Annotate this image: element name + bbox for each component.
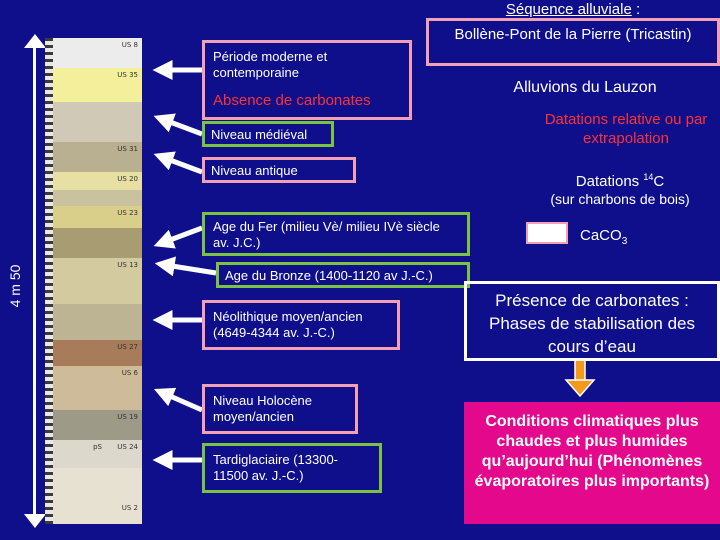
scale-line xyxy=(33,42,36,520)
sequence-title: Séquence alluviale : xyxy=(426,0,720,19)
layer-tag: US 27 xyxy=(117,343,138,351)
layer-tag: US 24 xyxy=(117,443,138,451)
column-hatch xyxy=(45,38,53,524)
sequence-site-box: Bollène-Pont de la Pierre (Tricastin) xyxy=(426,18,720,66)
layer-tag: US 2 xyxy=(121,504,138,512)
sequence-site-label: Bollène-Pont de la Pierre (Tricastin) xyxy=(454,26,692,43)
layer-2: US 35 xyxy=(45,68,142,102)
orange-down-arrow-icon xyxy=(564,359,596,398)
bronze-age-box: Age du Bronze (1400-1120 av J.-C.) xyxy=(216,262,470,288)
antique-label: Niveau antique xyxy=(211,163,298,178)
tardiglacial-box: Tardiglaciaire (13300-11500 av. J.-C.) xyxy=(202,443,382,493)
presence-carbonates-label: Présence de carbonates : Phases de stabi… xyxy=(488,291,696,356)
layer-tag: US 31 xyxy=(117,145,138,153)
modern-period-label: Période moderne et contemporaine xyxy=(213,49,328,80)
medieval-label: Niveau médiéval xyxy=(211,127,308,142)
arrow-antique xyxy=(153,151,203,175)
iron-age-label: Age du Fer (milieu Vè/ milieu IVè siècle… xyxy=(213,219,440,250)
bronze-age-label: Age du Bronze (1400-1120 av J.-C.) xyxy=(225,268,433,283)
layer-15: US 2 xyxy=(45,468,142,524)
datations-c14-sup: 14 xyxy=(643,172,654,182)
layer-tag: US 13 xyxy=(117,261,138,269)
caco3-label: CaCO3 xyxy=(580,226,660,251)
medieval-box: Niveau médiéval xyxy=(202,121,334,147)
layer-12: US 6 xyxy=(45,366,142,410)
tardiglacial-label: Tardiglaciaire (13300-11500 av. J.-C.) xyxy=(213,452,339,483)
sequence-title-text: Séquence alluviale xyxy=(505,1,632,18)
layer-tag: US 19 xyxy=(117,413,138,421)
datations-c14-c: C xyxy=(653,173,665,190)
caco3-sub: 3 xyxy=(621,236,628,247)
antique-box: Niveau antique xyxy=(202,157,356,183)
layer-8 xyxy=(45,228,142,258)
layer-tag: US 8 xyxy=(121,41,138,49)
arrow-holocene xyxy=(153,387,204,413)
arrow-medieval xyxy=(153,113,203,137)
caco3-main: CaCO xyxy=(580,227,622,244)
alluvions-label: Alluvions du Lauzon xyxy=(513,79,657,96)
scale-arrow-down-icon xyxy=(24,514,46,528)
holocene-box: Niveau Holocène moyen/ancien xyxy=(202,384,358,434)
arrow-iron-age xyxy=(153,225,203,249)
conditions-label: Conditions climatiques plus chaudes et p… xyxy=(474,413,710,490)
neolithic-label: Néolithique moyen/ancien (4649-4344 av. … xyxy=(213,309,363,340)
iron-age-box: Age du Fer (milieu Vè/ milieu IVè siècle… xyxy=(202,212,470,256)
conditions-box: Conditions climatiques plus chaudes et p… xyxy=(464,402,720,524)
scale-arrow-up-icon xyxy=(24,34,46,48)
layer-6 xyxy=(45,190,142,206)
layer-tag: pS xyxy=(93,443,102,451)
sequence-title-colon: : xyxy=(631,1,641,18)
layer-10 xyxy=(45,304,142,340)
holocene-label: Niveau Holocène moyen/ancien xyxy=(213,393,313,424)
presence-carbonates-box: Présence de carbonates : Phases de stabi… xyxy=(464,281,720,361)
datations-c14-main: Datations xyxy=(575,173,644,190)
layer-9: US 13 xyxy=(45,258,142,304)
layer-14: pS US 24 xyxy=(45,440,142,468)
datations-c14-sub: (sur charbons de bois) xyxy=(550,191,690,207)
datations-c14-label: Datations 14C xyxy=(520,168,720,191)
layer-5: US 20 xyxy=(45,172,142,190)
layer-11: US 27 xyxy=(45,340,142,366)
layer-13: US 19 xyxy=(45,410,142,440)
layer-tag: US 20 xyxy=(117,175,138,183)
layer-tag: US 35 xyxy=(117,71,138,79)
arrow-bronze-age xyxy=(154,256,217,277)
layer-4: US 31 xyxy=(45,142,142,172)
stratigraphic-column: US 8 US 35 US 31 US 20 US 23 US 13 US 27… xyxy=(45,38,142,524)
layer-tag: US 23 xyxy=(117,209,138,217)
modern-period-box: Période moderne et contemporaine Absence… xyxy=(202,40,412,120)
no-carbonates-label: Absence de carbonates xyxy=(213,92,371,109)
layer-1: US 8 xyxy=(45,38,142,68)
datations-relative-label: Datations relative ou par extrapolation xyxy=(544,111,708,147)
layer-tag: US 6 xyxy=(121,369,138,377)
layer-3 xyxy=(45,102,142,142)
caco3-swatch xyxy=(526,222,568,244)
neolithic-box: Néolithique moyen/ancien (4649-4344 av. … xyxy=(202,300,400,350)
layer-7: US 23 xyxy=(45,206,142,228)
